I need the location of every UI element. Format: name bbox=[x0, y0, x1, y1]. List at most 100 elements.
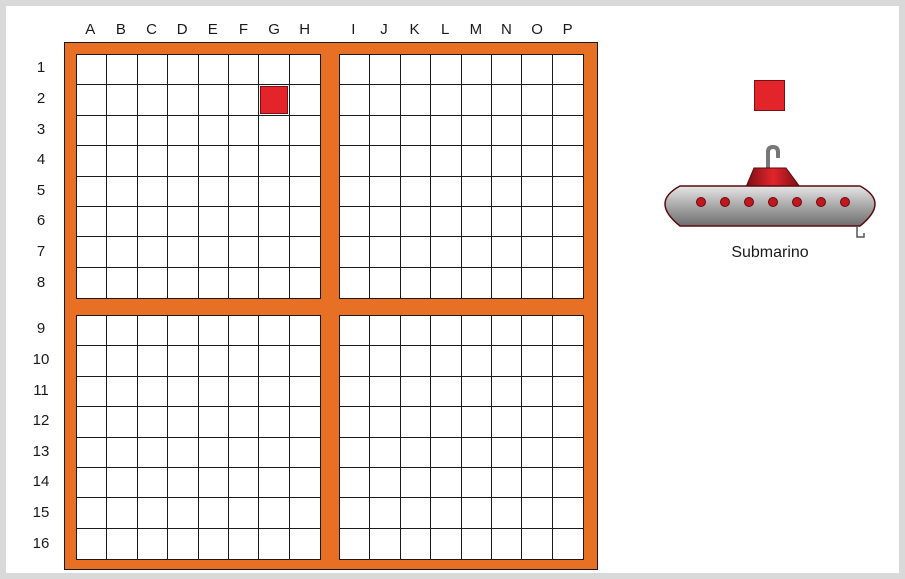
board-cell-I4[interactable] bbox=[340, 146, 370, 176]
board-cell-D13[interactable] bbox=[168, 438, 198, 468]
board-cell-D15[interactable] bbox=[168, 498, 198, 528]
board-cell-C7[interactable] bbox=[138, 237, 168, 267]
board-cell-A3[interactable] bbox=[77, 116, 107, 146]
board-cell-C3[interactable] bbox=[138, 116, 168, 146]
board-cell-B6[interactable] bbox=[107, 207, 137, 237]
board-cell-C8[interactable] bbox=[138, 268, 168, 298]
board-cell-P16[interactable] bbox=[553, 529, 583, 559]
board-cell-K3[interactable] bbox=[401, 116, 431, 146]
board-cell-N9[interactable] bbox=[492, 316, 522, 346]
board-cell-O1[interactable] bbox=[522, 55, 552, 85]
board-cell-A4[interactable] bbox=[77, 146, 107, 176]
board-cell-N13[interactable] bbox=[492, 438, 522, 468]
board-cell-C4[interactable] bbox=[138, 146, 168, 176]
board-cell-L6[interactable] bbox=[431, 207, 461, 237]
board-cell-H7[interactable] bbox=[290, 237, 320, 267]
board-cell-I10[interactable] bbox=[340, 346, 370, 376]
board-cell-B1[interactable] bbox=[107, 55, 137, 85]
board-cell-O2[interactable] bbox=[522, 85, 552, 115]
board-cell-G8[interactable] bbox=[259, 268, 289, 298]
board-cell-I13[interactable] bbox=[340, 438, 370, 468]
board-cell-O4[interactable] bbox=[522, 146, 552, 176]
board-cell-L12[interactable] bbox=[431, 407, 461, 437]
board-cell-F8[interactable] bbox=[229, 268, 259, 298]
board-cell-F1[interactable] bbox=[229, 55, 259, 85]
board-cell-O3[interactable] bbox=[522, 116, 552, 146]
board-cell-C13[interactable] bbox=[138, 438, 168, 468]
board-cell-E3[interactable] bbox=[199, 116, 229, 146]
board-cell-E2[interactable] bbox=[199, 85, 229, 115]
board-cell-A16[interactable] bbox=[77, 529, 107, 559]
board-cell-K6[interactable] bbox=[401, 207, 431, 237]
board-cell-B14[interactable] bbox=[107, 468, 137, 498]
board-cell-E4[interactable] bbox=[199, 146, 229, 176]
board-cell-M7[interactable] bbox=[462, 237, 492, 267]
board-cell-E11[interactable] bbox=[199, 377, 229, 407]
board-cell-B4[interactable] bbox=[107, 146, 137, 176]
board-cell-G9[interactable] bbox=[259, 316, 289, 346]
board-cell-F13[interactable] bbox=[229, 438, 259, 468]
board-cell-C12[interactable] bbox=[138, 407, 168, 437]
board-cell-P15[interactable] bbox=[553, 498, 583, 528]
board-cell-H11[interactable] bbox=[290, 377, 320, 407]
board-cell-E15[interactable] bbox=[199, 498, 229, 528]
board-cell-M9[interactable] bbox=[462, 316, 492, 346]
board-cell-J4[interactable] bbox=[370, 146, 400, 176]
board-cell-E1[interactable] bbox=[199, 55, 229, 85]
board-cell-M5[interactable] bbox=[462, 177, 492, 207]
board-cell-I5[interactable] bbox=[340, 177, 370, 207]
board-cell-C5[interactable] bbox=[138, 177, 168, 207]
board-cell-H5[interactable] bbox=[290, 177, 320, 207]
board-cell-I14[interactable] bbox=[340, 468, 370, 498]
board-cell-K4[interactable] bbox=[401, 146, 431, 176]
board-cell-E16[interactable] bbox=[199, 529, 229, 559]
board-cell-L3[interactable] bbox=[431, 116, 461, 146]
board-cell-J13[interactable] bbox=[370, 438, 400, 468]
board-cell-N16[interactable] bbox=[492, 529, 522, 559]
board-cell-K10[interactable] bbox=[401, 346, 431, 376]
board-cell-A13[interactable] bbox=[77, 438, 107, 468]
board-cell-K16[interactable] bbox=[401, 529, 431, 559]
board-cell-B11[interactable] bbox=[107, 377, 137, 407]
board-cell-N11[interactable] bbox=[492, 377, 522, 407]
board-cell-D14[interactable] bbox=[168, 468, 198, 498]
board-cell-N1[interactable] bbox=[492, 55, 522, 85]
board-cell-C15[interactable] bbox=[138, 498, 168, 528]
board-cell-A11[interactable] bbox=[77, 377, 107, 407]
board-cell-O10[interactable] bbox=[522, 346, 552, 376]
board-cell-D7[interactable] bbox=[168, 237, 198, 267]
board-cell-B16[interactable] bbox=[107, 529, 137, 559]
board-cell-O16[interactable] bbox=[522, 529, 552, 559]
board-cell-F7[interactable] bbox=[229, 237, 259, 267]
board-cell-F15[interactable] bbox=[229, 498, 259, 528]
board-cell-A6[interactable] bbox=[77, 207, 107, 237]
board-cell-B9[interactable] bbox=[107, 316, 137, 346]
board-cell-L10[interactable] bbox=[431, 346, 461, 376]
board-cell-H12[interactable] bbox=[290, 407, 320, 437]
board-cell-M16[interactable] bbox=[462, 529, 492, 559]
board-cell-K14[interactable] bbox=[401, 468, 431, 498]
board-cell-J8[interactable] bbox=[370, 268, 400, 298]
board-cell-C1[interactable] bbox=[138, 55, 168, 85]
board-cell-E14[interactable] bbox=[199, 468, 229, 498]
board-cell-H3[interactable] bbox=[290, 116, 320, 146]
board-cell-D6[interactable] bbox=[168, 207, 198, 237]
board-cell-P12[interactable] bbox=[553, 407, 583, 437]
board-cell-I2[interactable] bbox=[340, 85, 370, 115]
board-cell-B12[interactable] bbox=[107, 407, 137, 437]
board-cell-G13[interactable] bbox=[259, 438, 289, 468]
board-cell-A12[interactable] bbox=[77, 407, 107, 437]
board-cell-P5[interactable] bbox=[553, 177, 583, 207]
board-cell-O9[interactable] bbox=[522, 316, 552, 346]
board-cell-G6[interactable] bbox=[259, 207, 289, 237]
board-cell-H8[interactable] bbox=[290, 268, 320, 298]
board-cell-A5[interactable] bbox=[77, 177, 107, 207]
board-cell-E12[interactable] bbox=[199, 407, 229, 437]
board-cell-H4[interactable] bbox=[290, 146, 320, 176]
board-cell-E7[interactable] bbox=[199, 237, 229, 267]
board-cell-I16[interactable] bbox=[340, 529, 370, 559]
board-cell-L8[interactable] bbox=[431, 268, 461, 298]
board-cell-D12[interactable] bbox=[168, 407, 198, 437]
board-cell-J14[interactable] bbox=[370, 468, 400, 498]
board-cell-E13[interactable] bbox=[199, 438, 229, 468]
